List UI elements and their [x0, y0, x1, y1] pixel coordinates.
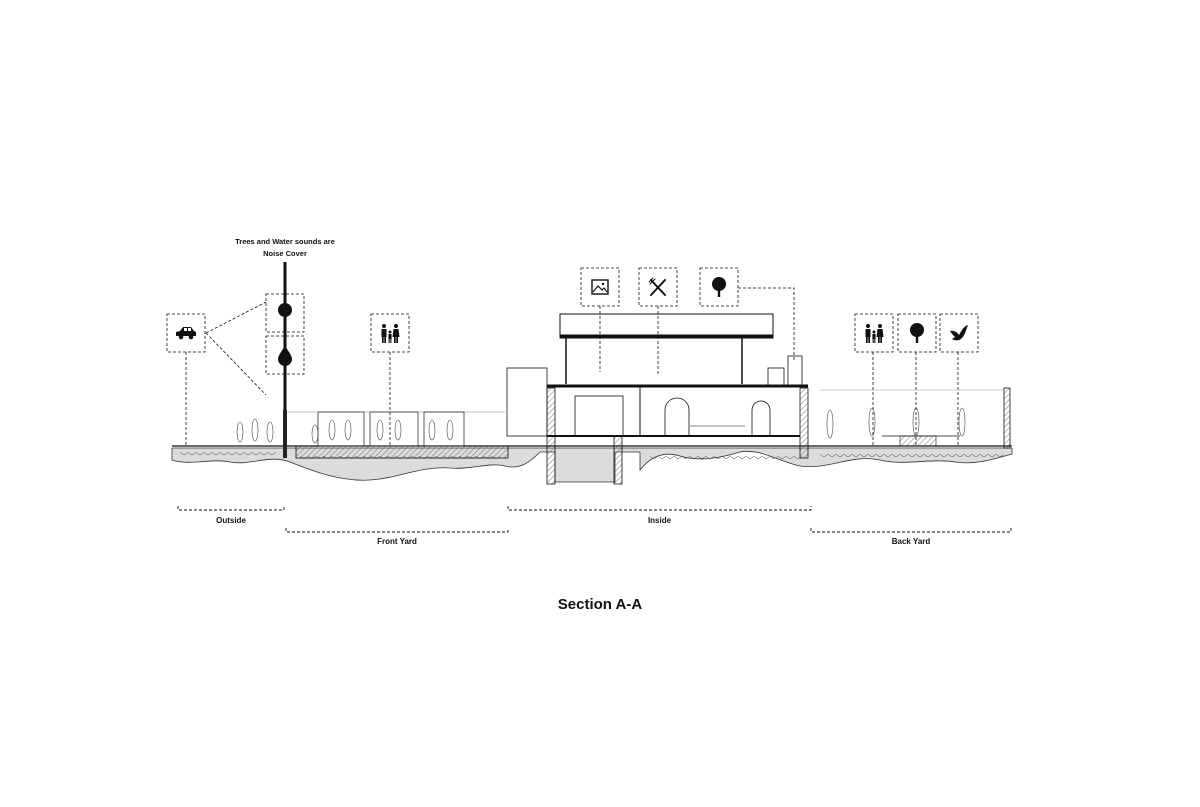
tree-icon: [278, 303, 292, 323]
noise-wall: [283, 410, 287, 458]
building-section: [506, 313, 1004, 447]
zone-dimension-lines: [177, 506, 1012, 533]
zone-label-outside: Outside: [216, 516, 246, 525]
tree-icon: [910, 323, 924, 343]
picture-icon: [591, 279, 609, 295]
noise-cover-note-line2: Noise Cover: [263, 249, 307, 258]
noise-cover-note: Trees and Water sounds are Noise Cover: [200, 236, 370, 260]
family-icon: [381, 324, 400, 343]
front-yard-pool: [295, 445, 509, 459]
zone-label-back-yard: Back Yard: [891, 537, 931, 546]
zone-label-inside: Inside: [647, 516, 672, 525]
cutlery-icon: [648, 277, 666, 296]
car-icon: [176, 327, 196, 340]
dim-front-yard: [285, 528, 509, 533]
elevation-trees: [236, 407, 966, 444]
dim-inside: [507, 506, 812, 511]
tree-icon: [712, 277, 726, 297]
icon-frames: [166, 267, 979, 375]
family-icon: [865, 324, 884, 343]
wall-back: [799, 387, 809, 459]
section-title: Section A-A: [557, 596, 643, 613]
front-yard-pavilions: [317, 411, 465, 447]
dim-back-yard: [810, 528, 1012, 533]
bird-icon: [950, 325, 968, 341]
water-drop-icon: [278, 346, 292, 366]
wall-far-right: [1003, 387, 1011, 449]
leader-lines: [185, 287, 959, 446]
zone-label-front-yard: Front Yard: [377, 537, 417, 546]
basement-wall-right: [613, 435, 623, 485]
noise-cover-note-line1: Trees and Water sounds are: [235, 237, 335, 246]
dim-outside: [177, 506, 285, 511]
